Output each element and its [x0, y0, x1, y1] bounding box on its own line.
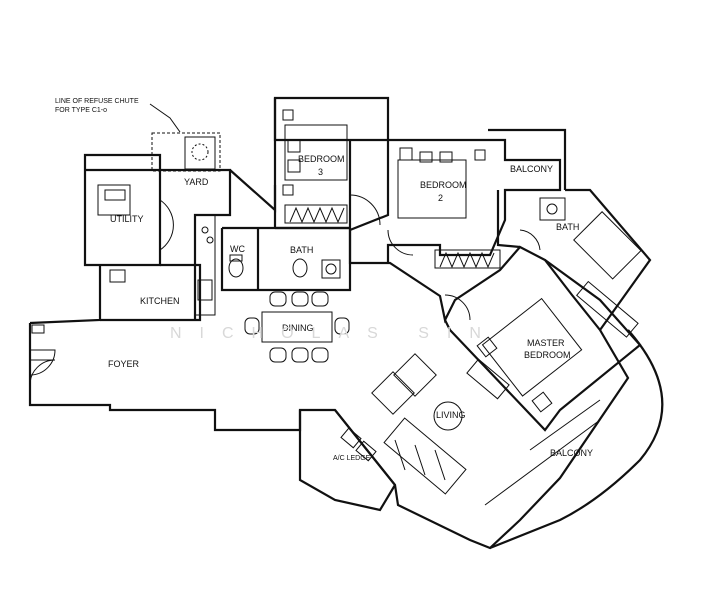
label-yard: YARD	[184, 177, 209, 187]
watermark: NICHOLAS SIN	[170, 325, 499, 342]
label-master-b: BEDROOM	[524, 350, 571, 360]
label-master-a: MASTER	[527, 338, 565, 348]
dining-chair	[244, 317, 260, 335]
refuse-chute-box	[184, 136, 216, 170]
dining-table	[261, 311, 333, 343]
label-ac-ledge: A/C LEDGE	[333, 455, 371, 462]
dining-chair	[291, 291, 309, 307]
label-kitchen: KITCHEN	[140, 296, 180, 306]
bedroom3-wall	[273, 98, 352, 230]
master-bed	[481, 297, 583, 397]
note-line2: FOR TYPE C1-o	[55, 107, 107, 114]
bedroom3-wardrobe	[284, 204, 348, 224]
kitchen-counter	[194, 214, 216, 316]
bedroom2-door-arc	[387, 229, 414, 256]
label-dining: DINING	[282, 323, 314, 333]
service-wall	[29, 168, 162, 325]
sofa	[383, 417, 467, 495]
main-door-arc	[29, 349, 56, 376]
bedroom2-wall	[386, 138, 562, 263]
bath2-wall	[496, 188, 652, 331]
ac-ledge-wall	[298, 409, 396, 512]
label-utility: UTILITY	[110, 214, 144, 224]
dining-chair	[311, 291, 329, 307]
tv-console	[466, 358, 510, 400]
master-bedroom-wall	[444, 259, 642, 432]
dining-chair	[269, 291, 287, 307]
dining-chair	[311, 347, 329, 363]
label-bedroom2-b: 2	[438, 193, 443, 203]
kitchen-stove-icon	[109, 269, 126, 283]
label-bath1: BATH	[290, 245, 313, 255]
dining-chair	[334, 317, 350, 335]
bath2-door-arc	[519, 229, 541, 251]
balcony-curve	[489, 329, 664, 550]
label-wc: WC	[230, 244, 245, 254]
balcony-rail	[484, 399, 601, 506]
label-bath2: BATH	[556, 222, 579, 232]
label-bedroom3-b: 3	[318, 167, 323, 177]
label-living: LIVING	[436, 410, 466, 420]
label-bedroom2-a: BEDROOM	[420, 180, 467, 190]
washing-machine-icon	[97, 184, 131, 216]
dining-chair	[291, 347, 309, 363]
wc-toilet-icon	[228, 258, 244, 278]
balcony-top-wall	[488, 128, 567, 190]
armchair	[371, 371, 415, 415]
kitchen-wall	[83, 153, 202, 322]
utility-door-arc	[159, 199, 174, 251]
bath2-basin	[539, 197, 566, 221]
dining-chair	[269, 347, 287, 363]
ac-unit	[340, 427, 362, 449]
label-foyer: FOYER	[108, 359, 140, 369]
coffee-table	[433, 401, 463, 431]
ac-unit	[355, 440, 377, 462]
label-balcony-top: BALCONY	[510, 164, 553, 174]
armchair	[393, 353, 437, 397]
master-door-arc	[444, 294, 471, 321]
master-wardrobe	[575, 280, 639, 338]
bath1-toilet-icon	[292, 258, 308, 278]
bedroom3-bed	[284, 124, 348, 181]
bedroom3-door-arc	[349, 194, 381, 226]
note-line1: LINE OF REFUSE CHUTE	[55, 98, 139, 105]
refuse-chute-icon	[191, 143, 209, 161]
bedroom2-wardrobe	[434, 249, 501, 269]
label-bedroom3-a: BEDROOM	[298, 154, 345, 164]
refuse-chute-outline	[151, 132, 221, 172]
main-door-arc-2	[29, 359, 56, 386]
label-balcony-right: BALCONY	[550, 448, 593, 458]
bathtub-icon	[573, 211, 642, 280]
wc-bath-wall	[220, 226, 352, 292]
